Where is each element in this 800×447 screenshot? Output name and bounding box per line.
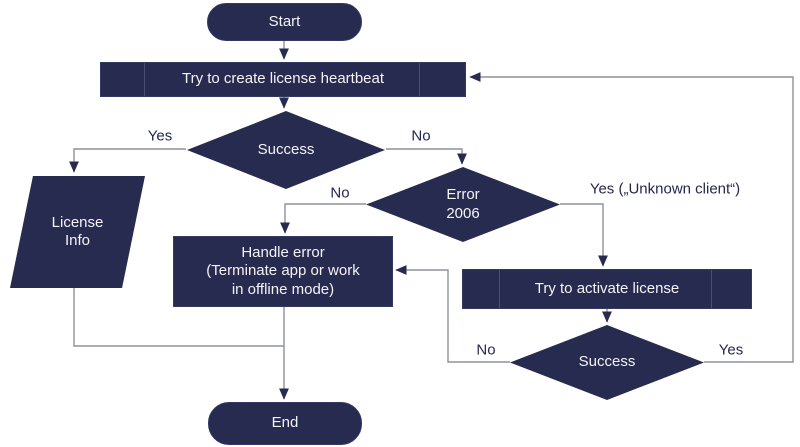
edge-success1-no-to-error2006	[386, 148, 467, 165]
node-end-label: End	[271, 414, 299, 432]
label-success2-no: No	[476, 341, 496, 359]
label-error-no: No	[330, 184, 350, 202]
label-success1-no: No	[411, 127, 431, 145]
node-handle-error-label: Handle error (Terminate app or work in o…	[206, 244, 359, 299]
license-info-line1: License	[51, 213, 104, 231]
edge-success2-yes-to-heartbeat	[469, 72, 794, 363]
handle-error-line3: in offline mode)	[231, 280, 335, 298]
label-success2-yes: Yes	[718, 341, 744, 359]
predefined-process-left-bar	[144, 63, 145, 96]
label-success1-yes: Yes	[147, 127, 173, 145]
predefined-process-left-bar	[499, 270, 500, 308]
handle-error-line2: (Terminate app or work	[206, 262, 360, 280]
node-try-activate-license-label: Try to activate license	[534, 279, 680, 297]
node-start: Start	[207, 3, 362, 41]
error-2006-line2: 2006	[446, 204, 480, 222]
predefined-process-right-bar	[711, 270, 712, 308]
label-error-yes-unknown-client: Yes („Unknown client“)	[589, 180, 741, 198]
node-try-create-heartbeat: Try to create license heartbeat	[100, 62, 466, 97]
edge-success1-yes-to-licenseinfo	[69, 148, 186, 173]
node-start-label: Start	[268, 12, 301, 30]
license-info-line2: Info	[64, 232, 90, 249]
node-success-1-label: Success	[257, 140, 315, 158]
predefined-process-right-bar	[419, 63, 420, 96]
error-2006-line1: Error	[446, 186, 480, 204]
node-license-info-label: License Info	[52, 214, 104, 251]
edge-error2006-yes-to-activate	[560, 203, 608, 267]
node-try-create-heartbeat-label: Try to create license heartbeat	[181, 70, 385, 88]
edge-success2-no-to-handleerror	[395, 265, 510, 363]
node-try-activate-license: Try to activate license	[462, 269, 752, 309]
edge-licenseinfo-to-end	[73, 288, 284, 347]
node-handle-error: Handle error (Terminate app or work in o…	[173, 236, 393, 307]
node-license-info: License Info	[10, 176, 145, 288]
handle-error-line1: Handle error	[241, 244, 325, 262]
edge-error2006-no-to-handleerror	[280, 203, 366, 234]
node-error-2006-label: Error 2006	[446, 186, 479, 223]
node-success-2-label: Success	[578, 353, 636, 371]
node-end: End	[208, 402, 362, 445]
